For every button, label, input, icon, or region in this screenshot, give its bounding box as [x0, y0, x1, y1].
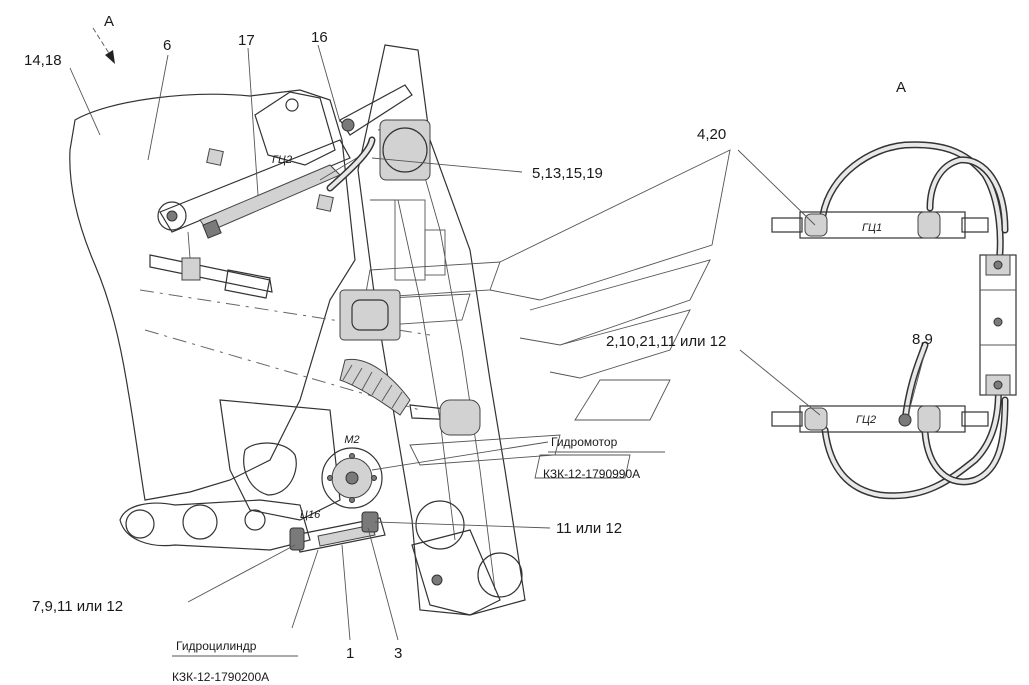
leader-lines — [69, 44, 926, 641]
column-inner-2 — [370, 199, 456, 541]
column-block-1 — [379, 119, 431, 181]
lower-roller-2 — [477, 552, 523, 598]
bracket-hole — [285, 98, 299, 112]
detail-view-a: А ГЦ1 ГЦ2 — [771, 79, 1017, 500]
main-assembly: ГЦ2 — [69, 44, 731, 616]
bottom-arm-hole-1 — [125, 509, 155, 539]
lower-pin — [431, 574, 443, 586]
leader-17 — [247, 47, 259, 196]
leader-2-10-21-a — [739, 349, 821, 416]
cylinder-code: КЗК-12-1790200А — [172, 670, 269, 684]
callout-labels: 14,18 6 17 16 5,13,15,19 4,20 2,10,21,11… — [24, 29, 933, 662]
callout-4-20: 4,20 — [697, 126, 726, 143]
leader-7-9-11-12 — [187, 544, 296, 603]
leader-6 — [147, 54, 169, 161]
hydromotor-m2: М2 — [321, 434, 383, 509]
bottom-arm-hole-2 — [182, 504, 218, 540]
detail-clamp-bar — [979, 254, 1017, 396]
lower-bracket — [411, 529, 501, 616]
callout-16: 16 — [311, 29, 328, 46]
view-arrow-label: А — [104, 13, 114, 30]
small-linkage — [149, 254, 273, 293]
upper-bracket — [254, 91, 336, 166]
detail-cylinder-gc1: ГЦ1 — [771, 211, 989, 239]
cylinder-c16: Ц16 — [289, 509, 386, 553]
gc1-detail-mark: ГЦ1 — [862, 222, 882, 234]
leader-4-20-a — [737, 149, 816, 226]
c16-mark: Ц16 — [300, 509, 321, 521]
callout-2-10-21: 2,10,21,11 или 12 — [606, 333, 726, 350]
linkage-rod — [187, 231, 191, 259]
plate-square-2 — [316, 194, 334, 212]
callout-5-13-15-19: 5,13,15,19 — [532, 165, 603, 182]
column-slot-2 — [424, 229, 446, 276]
detail-view-label: А — [896, 79, 906, 96]
detail-cylinder-gc2: ГЦ2 — [771, 405, 989, 433]
bottom-arm — [119, 499, 311, 551]
motor-name: Гидромотор — [551, 435, 618, 449]
lower-housing — [219, 399, 341, 521]
callout-7-9-11-12: 7,9,11 или 12 — [32, 598, 123, 615]
leader-cylinder — [291, 549, 319, 629]
leader-14-18 — [69, 67, 101, 136]
frame-plate — [69, 89, 356, 501]
spring-assembly — [339, 289, 481, 436]
leader-8-9 — [907, 351, 926, 416]
bottom-arm-hole-3 — [244, 509, 266, 531]
part-designations: Гидромотор КЗК-12-1790990А Гидроцилиндр … — [172, 435, 665, 684]
plate-square-1 — [206, 148, 224, 166]
leader-motor — [371, 441, 549, 471]
gc2-detail-mark: ГЦ2 — [856, 414, 876, 426]
column-inner — [377, 124, 496, 591]
motor-code: КЗК-12-1790990А — [543, 467, 640, 481]
leader-16 — [317, 44, 341, 123]
column-roller-top — [382, 127, 428, 173]
leader-1 — [341, 544, 351, 641]
leader-5-13-15-19 — [371, 157, 523, 173]
callout-8-9: 8,9 — [912, 331, 933, 348]
view-a-arrow: А — [92, 13, 115, 64]
view-arrow-head — [105, 50, 115, 64]
callout-6: 6 — [163, 37, 171, 54]
linkage-block — [181, 257, 201, 281]
top-lever-pin — [341, 118, 355, 132]
callout-1: 1 — [346, 645, 354, 662]
linkage-end — [224, 269, 271, 299]
cylinder-name: Гидроцилиндр — [176, 639, 257, 653]
cylinder-gc2: ГЦ2 — [157, 139, 371, 239]
m2-mark: М2 — [344, 434, 359, 446]
callout-14-18: 14,18 — [24, 52, 62, 69]
leader-11-12 — [374, 521, 551, 529]
callout-3: 3 — [394, 645, 402, 662]
callout-11-12: 11 или 12 — [556, 520, 622, 537]
callout-17: 17 — [238, 32, 255, 49]
lower-housing-cut — [243, 442, 297, 496]
gc2-main-mark: ГЦ2 — [272, 154, 292, 166]
projection-outlines — [339, 149, 731, 479]
leader-3 — [367, 527, 399, 641]
